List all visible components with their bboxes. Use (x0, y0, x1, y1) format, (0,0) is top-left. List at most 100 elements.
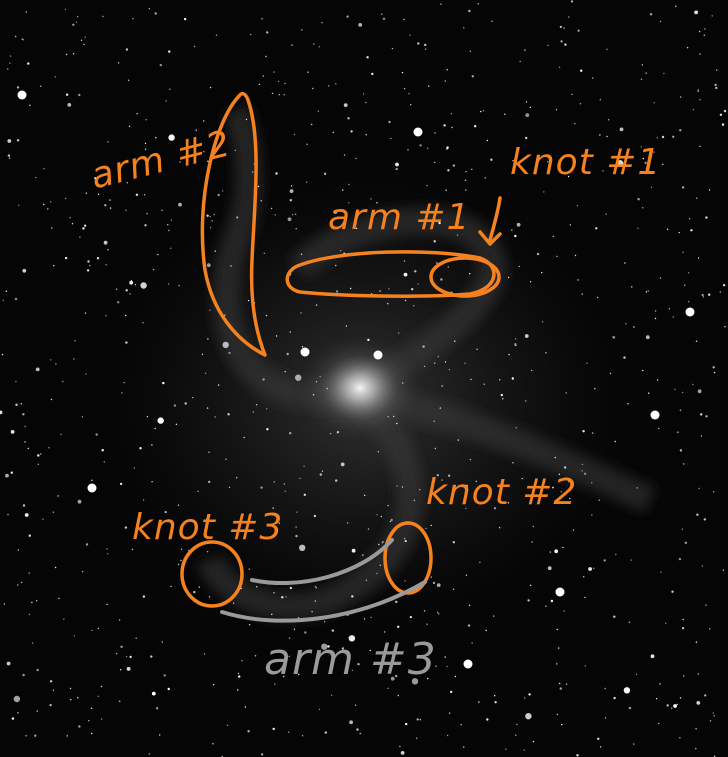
star (348, 183, 350, 186)
star (362, 93, 365, 95)
star (152, 268, 155, 271)
star (419, 719, 421, 721)
star (698, 487, 700, 490)
star (463, 27, 465, 29)
star (84, 312, 87, 314)
star (712, 712, 715, 714)
star (78, 725, 81, 728)
star (159, 63, 162, 67)
star (541, 321, 544, 323)
star (128, 125, 131, 128)
star (387, 504, 389, 507)
star (474, 125, 477, 128)
star (483, 383, 485, 385)
star (552, 235, 554, 237)
star (515, 344, 517, 347)
star (126, 667, 131, 671)
star (306, 181, 308, 183)
star (468, 9, 471, 13)
star (342, 189, 344, 191)
star (465, 507, 467, 510)
star (317, 110, 320, 112)
star (50, 201, 52, 203)
star (170, 247, 172, 249)
star (312, 394, 315, 396)
star (417, 42, 420, 45)
star (201, 353, 204, 355)
star (28, 534, 31, 537)
star (701, 293, 704, 297)
star (679, 409, 682, 411)
star (493, 615, 495, 617)
star (319, 473, 322, 476)
star (586, 362, 588, 364)
star (467, 624, 471, 627)
star (572, 529, 575, 531)
star (157, 417, 164, 424)
star (289, 331, 291, 333)
star (37, 463, 39, 465)
star (168, 229, 170, 232)
star (401, 71, 404, 74)
star (10, 471, 13, 474)
star (295, 228, 297, 230)
star (388, 120, 391, 124)
star (416, 737, 418, 739)
star (106, 603, 108, 606)
star (413, 305, 415, 307)
star (107, 553, 109, 555)
star (658, 722, 660, 725)
star (90, 707, 93, 709)
star (260, 200, 262, 202)
star (604, 717, 607, 719)
star (688, 301, 690, 303)
star (696, 701, 701, 705)
star (301, 735, 304, 737)
star (24, 441, 26, 443)
star (645, 72, 647, 74)
star (705, 415, 708, 418)
star (515, 427, 517, 429)
star (318, 708, 321, 711)
star (692, 109, 695, 111)
star (89, 264, 91, 267)
star (454, 340, 456, 342)
star (700, 413, 703, 416)
star (446, 146, 449, 149)
star (241, 659, 243, 662)
star (642, 207, 644, 209)
star (22, 504, 26, 507)
star (686, 47, 689, 49)
star (335, 479, 338, 482)
star (157, 253, 159, 256)
star (343, 154, 346, 156)
star (100, 685, 103, 688)
star (364, 494, 366, 496)
star (155, 137, 157, 139)
star (237, 672, 240, 675)
star (697, 89, 699, 91)
star (713, 491, 715, 493)
star (332, 131, 334, 134)
star (49, 680, 53, 683)
star (656, 137, 658, 139)
star (400, 751, 405, 755)
star (650, 186, 653, 188)
star (15, 403, 18, 406)
star (512, 160, 514, 162)
star (388, 288, 390, 290)
star (277, 80, 280, 83)
star (65, 53, 68, 56)
star (654, 317, 657, 320)
star (295, 534, 298, 538)
star (36, 710, 38, 712)
star (381, 13, 383, 15)
star (64, 8, 67, 11)
star (121, 392, 123, 394)
star (434, 161, 436, 164)
star (378, 543, 380, 546)
star (16, 86, 20, 89)
star (365, 579, 368, 581)
star (469, 273, 471, 275)
star (323, 172, 327, 175)
